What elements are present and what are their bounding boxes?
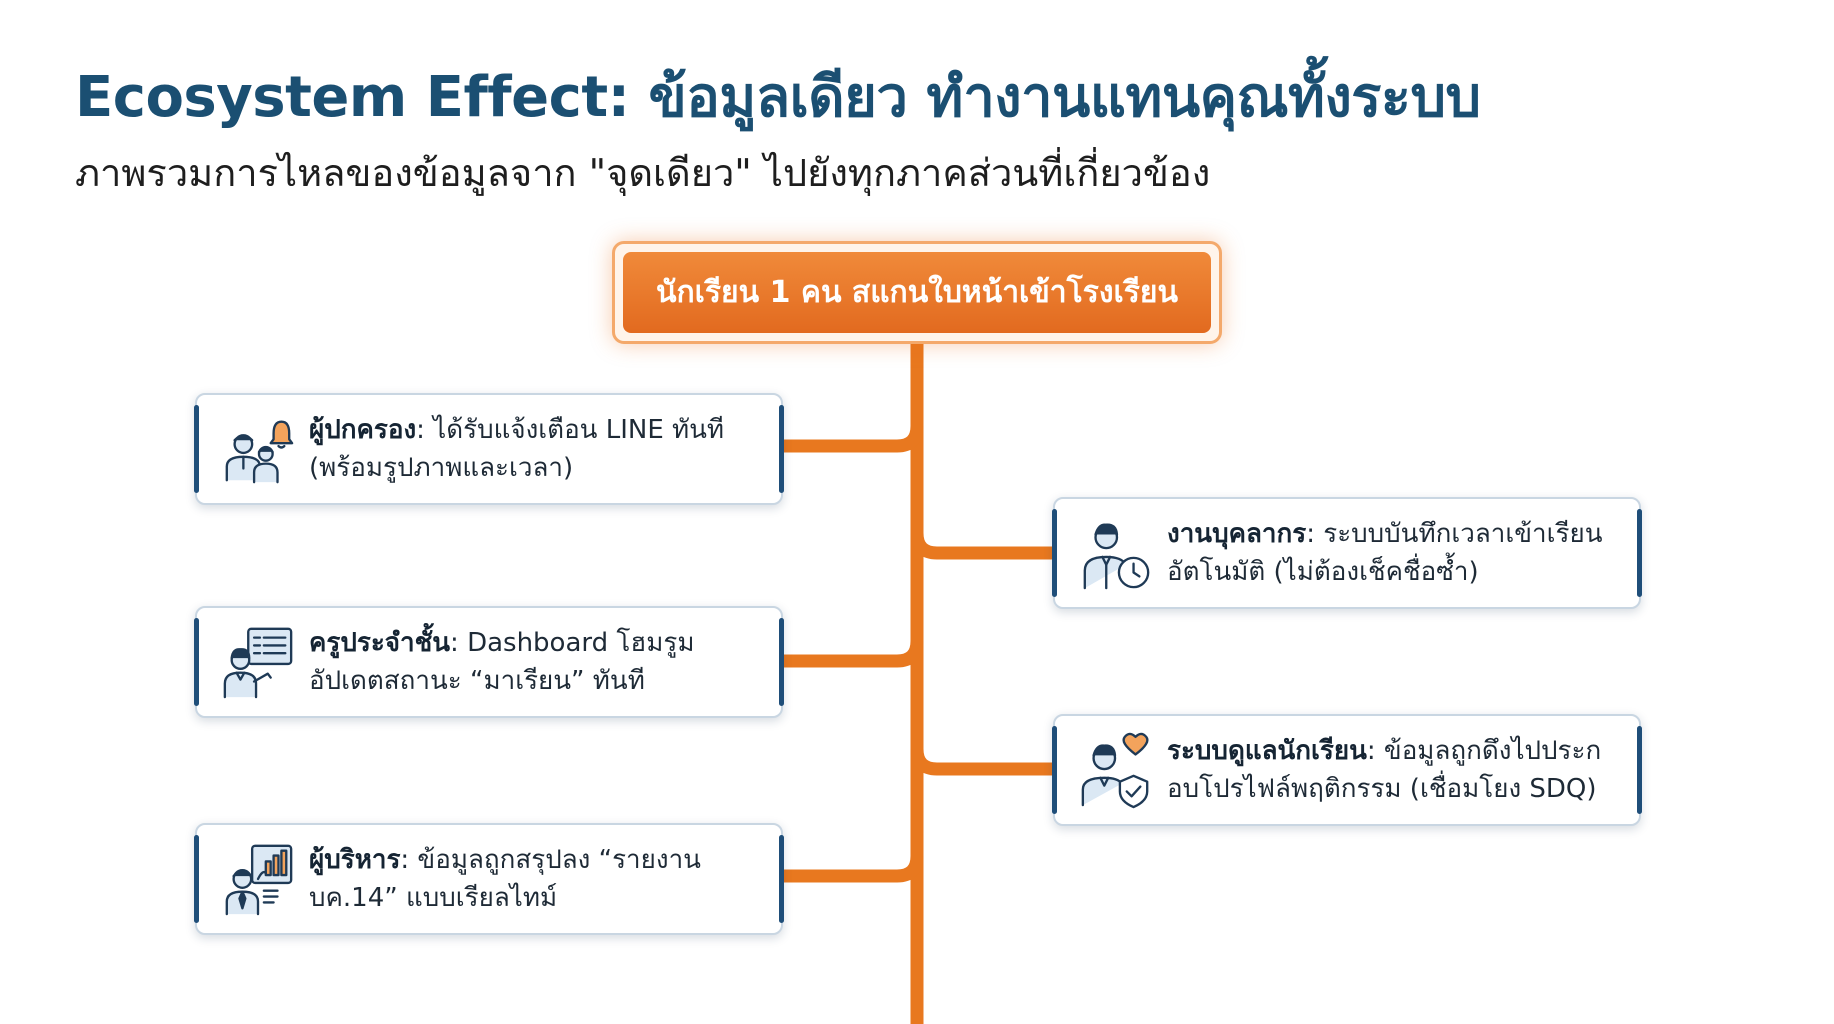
parents-bell-icon	[225, 420, 294, 484]
branch-homeroom	[783, 640, 924, 668]
root-node-student-scan: นักเรียน 1 คน สแกนใบหน้าเข้าโรงเรียน	[612, 241, 1222, 344]
node-student-care: ระบบดูแลนักเรียน: ข้อมูลถูกดึงไปประก อบโ…	[1052, 714, 1642, 826]
node-personnel-text: งานบุคลากร: ระบบบันทึกเวลาเข้าเรียน อัตโ…	[1167, 515, 1602, 591]
node-executives-text: ผู้บริหาร: ข้อมูลถูกสรุปลง “รายงาน บค.14…	[309, 841, 701, 917]
page-title: Ecosystem Effect: ข้อมูลเดียว ทำงานแทนคุ…	[75, 65, 1481, 130]
node-homeroom-line1: : Dashboard โฮมรูม	[450, 628, 695, 658]
node-executives-heading: ผู้บริหาร	[309, 845, 401, 875]
node-homeroom-heading: ครูประจำชั้น	[309, 628, 451, 658]
staff-clock-icon	[1083, 523, 1150, 590]
branch-executives	[783, 855, 924, 883]
branch-student-care	[910, 748, 1053, 776]
student-care-shield-icon	[1081, 732, 1149, 809]
node-student-care-line1: : ข้อมูลถูกดึงไปประก	[1366, 736, 1602, 766]
branch-personnel	[910, 532, 1053, 560]
node-parents-text: ผู้ปกครอง: ได้รับแจ้งเตือน LINE ทันที (พ…	[309, 411, 724, 487]
node-executives-line2: บค.14” แบบเรียลไทม์	[309, 883, 558, 913]
node-executives-line1: : ข้อมูลถูกสรุปลง “รายงาน	[400, 845, 701, 875]
node-homeroom-teacher: ครูประจำชั้น: Dashboard โฮมรูม อัปเดตสถา…	[194, 606, 784, 718]
node-parents-line2: (พร้อมรูปภาพและเวลา)	[309, 453, 574, 483]
node-personnel-line2: อัตโนมัติ (ไม่ต้องเช็คชื่อซ้ำ)	[1167, 557, 1479, 587]
teacher-dashboard-icon	[223, 627, 293, 699]
page-subtitle: ภาพรวมการไหลของข้อมูลจาก "จุดเดียว" ไปยั…	[75, 151, 1211, 195]
node-parents-heading: ผู้ปกครอง	[309, 415, 417, 445]
node-homeroom-line2: อัปเดตสถานะ “มาเรียน” ทันที	[309, 666, 645, 696]
node-student-care-heading: ระบบดูแลนักเรียน	[1167, 736, 1367, 766]
node-student-care-line2: อบโปรไฟล์พฤติกรรม (เชื่อมโยง SDQ)	[1167, 774, 1597, 804]
node-personnel-line1: : ระบบบันทึกเวลาเข้าเรียน	[1306, 519, 1603, 549]
node-parents: ผู้ปกครอง: ได้รับแจ้งเตือน LINE ทันที (พ…	[194, 393, 784, 505]
root-node-label: นักเรียน 1 คน สแกนใบหน้าเข้าโรงเรียน	[623, 252, 1211, 333]
node-parents-line1: : ได้รับแจ้งเตือน LINE ทันที	[416, 415, 725, 445]
node-personnel: งานบุคลากร: ระบบบันทึกเวลาเข้าเรียน อัตโ…	[1052, 497, 1642, 609]
node-executives: ผู้บริหาร: ข้อมูลถูกสรุปลง “รายงาน บค.14…	[194, 823, 784, 935]
node-personnel-heading: งานบุคลากร	[1167, 519, 1307, 549]
node-homeroom-teacher-text: ครูประจำชั้น: Dashboard โฮมรูม อัปเดตสถา…	[309, 624, 694, 700]
executive-report-icon	[225, 844, 293, 916]
branch-parents	[783, 425, 924, 453]
node-student-care-text: ระบบดูแลนักเรียน: ข้อมูลถูกดึงไปประก อบโ…	[1167, 732, 1601, 808]
